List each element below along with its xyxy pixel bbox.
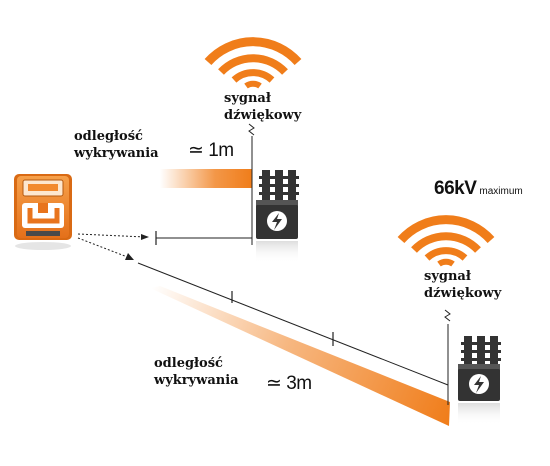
far-signal-arrow (77, 237, 134, 260)
near-distance-value: ≃ 1m (188, 140, 234, 161)
far-signal-label-line1: sygnał (424, 269, 471, 284)
far-distance-label: odległość wykrywania (154, 355, 239, 389)
near-lightning-bolt-icon (267, 211, 287, 231)
near-transformer-icon (256, 170, 299, 263)
near-distance-dimension (155, 123, 255, 245)
far-distance-value: ≃ 3m (266, 373, 312, 394)
near-distance-label-line1: odległość (74, 129, 143, 144)
far-transformer-icon (458, 336, 501, 425)
near-signal-arrow (77, 233, 149, 240)
far-distance-label-line1: odległość (154, 356, 223, 371)
voltage-suffix: maximum (479, 186, 523, 197)
far-wifi-signal-icon (397, 215, 495, 267)
far-signal-label-line2: dźwiękowy (424, 286, 502, 301)
near-signal-label-line2: dźwiękowy (224, 108, 302, 123)
near-distance-label-line2: wykrywania (74, 146, 159, 161)
near-signal-label: sygnał dźwiękowy (224, 90, 301, 124)
near-wifi-signal-icon (204, 37, 302, 89)
voltage-value: 66kV (434, 178, 477, 199)
near-detection-beam (160, 169, 252, 188)
near-distance-label: odległość wykrywania (74, 128, 159, 162)
near-signal-label-line1: sygnał (224, 91, 271, 106)
far-detection-beam (150, 286, 450, 426)
detector-device-icon (14, 174, 72, 250)
far-distance-label-line2: wykrywania (154, 373, 239, 388)
far-lightning-bolt-icon (469, 374, 489, 394)
far-distance-dimension (137, 262, 451, 405)
far-signal-label: sygnał dźwiękowy (424, 268, 501, 302)
